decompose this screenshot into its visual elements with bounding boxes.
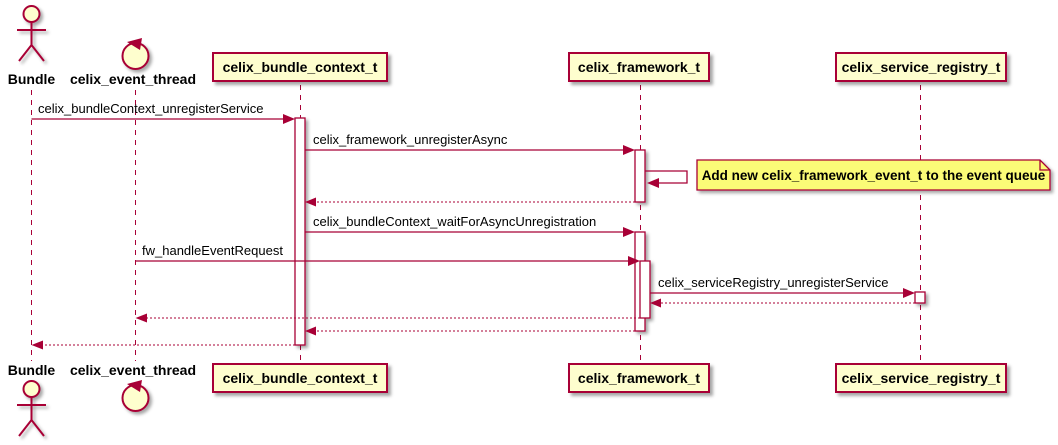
actor-label-bundle-bottom: Bundle xyxy=(7,362,56,378)
activation-bars xyxy=(294,117,926,346)
participant-box-service-registry-bottom: celix_service_registry_t xyxy=(835,363,1007,393)
participant-box-framework-bottom: celix_framework_t xyxy=(568,363,710,393)
return-from-registry xyxy=(650,298,915,308)
activation-framework-1 xyxy=(634,149,646,203)
message-label-unregister-service: celix_bundleContext_unregisterService xyxy=(38,101,264,116)
message-label-unregister-async: celix_framework_unregisterAsync xyxy=(313,132,508,147)
call-arrows xyxy=(31,114,915,298)
arrow-unregister-async xyxy=(305,145,635,155)
control-icon-bottom xyxy=(121,380,150,412)
participant-box-service-registry-top: celix_service_registry_t xyxy=(835,52,1007,82)
return-to-bundle-context-2 xyxy=(305,326,635,336)
arrow-wait-for-async xyxy=(305,227,635,237)
return-to-bundle xyxy=(31,340,295,350)
participant-box-bundle-context-top: celix_bundle_context_t xyxy=(212,52,388,82)
message-label-handle-event-request: fw_handleEventRequest xyxy=(142,243,283,258)
arrow-unregister-service xyxy=(31,114,295,124)
actor-icon-bottom xyxy=(17,380,46,437)
participant-box-bundle-context-bottom: celix_bundle_context_t xyxy=(212,363,388,393)
actor-label-bundle-top: Bundle xyxy=(7,71,56,87)
control-label-event-thread-top: celix_event_thread xyxy=(69,71,197,87)
activation-service-registry xyxy=(914,291,926,304)
participant-box-framework-top: celix_framework_t xyxy=(568,52,710,82)
control-label-event-thread-bottom: celix_event_thread xyxy=(69,362,197,378)
arrow-handle-event-request xyxy=(135,256,640,266)
message-label-wait-for-async: celix_bundleContext_waitForAsyncUnregist… xyxy=(313,214,597,229)
activation-framework-nested xyxy=(639,260,651,319)
return-to-event-thread xyxy=(135,313,640,323)
activation-bundle-context xyxy=(294,117,306,346)
note-shape xyxy=(696,159,1051,191)
arrow-self-event-queue xyxy=(645,170,688,188)
control-icon-top xyxy=(121,38,150,70)
message-label-registry-unregister: celix_serviceRegistry_unregisterService xyxy=(658,275,889,290)
actor-icon-top xyxy=(17,5,46,62)
return-to-bundle-context-1 xyxy=(305,197,635,207)
note-event-queue: Add new celix_framework_event_t to the e… xyxy=(701,168,1046,183)
arrow-registry-unregister xyxy=(650,288,915,298)
return-arrows xyxy=(31,197,915,350)
